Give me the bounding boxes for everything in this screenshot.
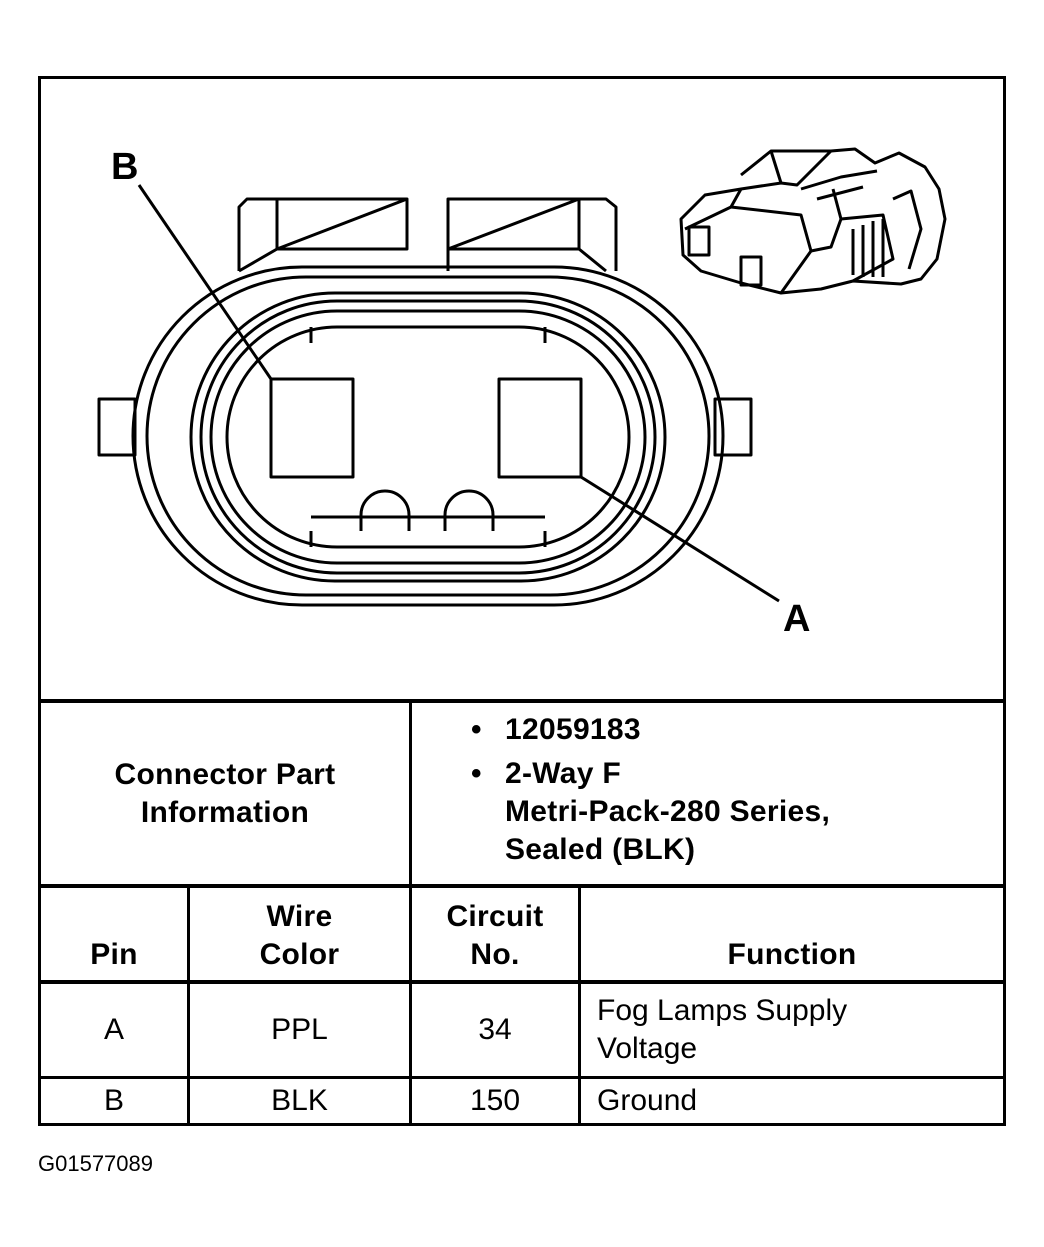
pin-a-label: A [783, 598, 810, 640]
bullet-item: • 2-Way F Metri-Pack-280 Series, Sealed … [471, 755, 1001, 869]
divider-col-info [409, 703, 412, 1123]
part-number: 12059183 [505, 713, 641, 746]
pin-a-leader [580, 475, 780, 603]
bullet-item: • 12059183 [471, 711, 1001, 749]
row-a-circuit: 34 [478, 1013, 512, 1046]
row-b-circuit: 150 [469, 1084, 521, 1117]
connector-info-label: Connector Part Information [114, 757, 336, 829]
connector-face-view-icon [97, 197, 753, 607]
divider-diagram [41, 699, 1003, 703]
header-circuit-no: Circuit No. [446, 900, 544, 971]
figure-id: G01577089 [38, 1151, 153, 1176]
divider-info [41, 884, 1003, 888]
divider-col-pin [187, 888, 190, 1123]
header-function: Function [727, 938, 857, 971]
divider-row-a [41, 1076, 1003, 1079]
pin-b-leader [137, 184, 273, 380]
row-b-function: Ground [597, 1084, 698, 1117]
row-b-pin: B [103, 1084, 124, 1117]
connector-figure-frame: B A Connector Part Information • 1205918… [38, 76, 1006, 1126]
connector-info-bullets: • 12059183 • 2-Way F Metri-Pack-280 Seri… [471, 711, 1001, 884]
header-pin: Pin [90, 938, 138, 971]
connector-diagram: B A [97, 146, 947, 640]
pin-b-label: B [111, 146, 138, 188]
divider-header [41, 980, 1003, 984]
row-a-function: Fog Lamps Supply Voltage [597, 994, 848, 1065]
connector-description: 2-Way F Metri-Pack-280 Series, Sealed (B… [505, 757, 831, 866]
header-wire-color: Wire Color [259, 900, 340, 971]
bullet-glyph: • [471, 757, 482, 790]
row-a-wire-color: PPL [271, 1013, 328, 1046]
connector-3d-view-icon [679, 147, 947, 295]
row-b-wire-color: BLK [271, 1084, 328, 1117]
bullet-glyph: • [471, 713, 482, 746]
divider-col-circuit [578, 888, 581, 1123]
row-a-pin: A [103, 1013, 124, 1046]
